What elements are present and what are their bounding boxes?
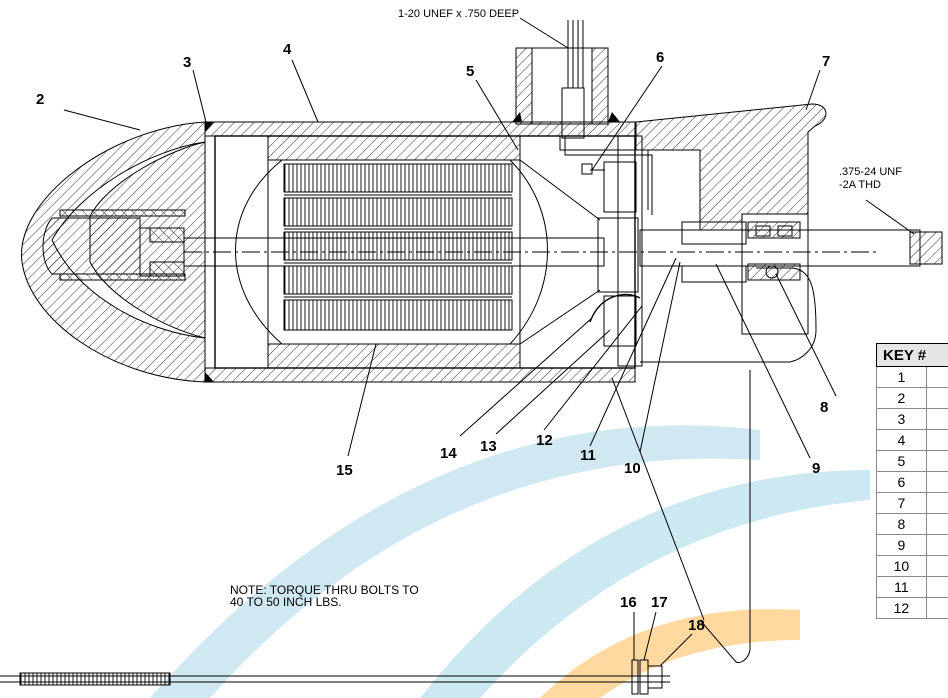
key-row: 1: [876, 366, 927, 388]
key-row: 6: [876, 471, 927, 493]
key-row: 10: [876, 555, 927, 577]
key-row: 12: [876, 597, 927, 619]
callout-8: 8: [820, 399, 828, 416]
leader-5: [475, 79, 519, 151]
key-row-desc: [925, 492, 948, 514]
leader-12: [543, 305, 643, 431]
key-table-header: KEY #: [876, 343, 948, 367]
key-row-desc: [925, 471, 948, 493]
rear-end-housing: [635, 103, 827, 663]
leader-13: [495, 329, 611, 435]
nose-cone: [21, 121, 206, 383]
key-row-desc: [925, 450, 948, 472]
leader-thread-shaft: [865, 199, 915, 235]
housing-tube: [204, 121, 636, 383]
leader-bolt: [611, 377, 705, 621]
key-row-desc: [925, 534, 948, 556]
key-row-desc: [925, 555, 948, 577]
callout-12: 12: [536, 432, 553, 449]
callout-16: 16: [620, 594, 637, 611]
leader-10: [639, 261, 681, 453]
key-row: 3: [876, 408, 927, 430]
leader-14: [459, 317, 593, 437]
watermark-arc-blue: [150, 425, 760, 698]
leader-9: [715, 263, 811, 459]
key-row-desc: [925, 597, 948, 619]
leader-3: [192, 69, 207, 123]
key-row: 2: [876, 387, 927, 409]
callout-14: 14: [440, 445, 457, 462]
leader-2: [63, 109, 141, 131]
torque-note-line2: 40 TO 50 INCH LBS.: [230, 595, 342, 609]
callout-7: 7: [822, 53, 830, 70]
through-bolt: [0, 659, 670, 695]
watermark-band-orange: [540, 609, 800, 698]
key-row: 11: [876, 576, 927, 598]
callout-13: 13: [480, 438, 497, 455]
callout-18: 18: [688, 617, 705, 634]
connector-boss: [512, 20, 620, 139]
key-row-desc: [925, 576, 948, 598]
key-row: 4: [876, 429, 927, 451]
brush-assembly: [519, 135, 653, 367]
key-row: 5: [876, 450, 927, 472]
leader-15: [347, 343, 377, 457]
key-row-desc: [925, 387, 948, 409]
leader-7: [805, 69, 821, 111]
leader-18: [659, 633, 693, 667]
key-row-desc: [925, 513, 948, 535]
key-row: 8: [876, 513, 927, 535]
key-row-desc: [925, 366, 948, 388]
leader-8: [775, 273, 837, 397]
callout-9: 9: [812, 460, 820, 477]
callout-5: 5: [466, 63, 474, 80]
callout-10: 10: [624, 460, 641, 477]
callout-6: 6: [656, 49, 664, 66]
key-row: 7: [876, 492, 927, 514]
leader-11: [589, 257, 677, 447]
callout-2: 2: [36, 91, 44, 108]
callout-11: 11: [580, 447, 596, 464]
watermark-logo: [150, 425, 870, 698]
key-row-desc: [925, 429, 948, 451]
leader-4: [291, 59, 319, 123]
stator-core: [235, 135, 548, 369]
callout-15: 15: [336, 462, 353, 479]
callout-17: 17: [651, 594, 668, 611]
key-row: 9: [876, 534, 927, 556]
watermark-arc-light: [420, 470, 870, 698]
callout-3: 3: [183, 54, 191, 71]
thread-note-top: 1-20 UNEF x .750 DEEP: [398, 8, 519, 20]
leader-thread-top: [519, 17, 569, 49]
leader-17: [643, 611, 657, 661]
callout-4: 4: [283, 41, 292, 58]
torque-note-line1: NOTE: TORQUE THRU BOLTS TO: [230, 583, 419, 597]
key-row-desc: [925, 408, 948, 430]
key-table: KEY # 1 2 3 4 5 6 7 8 9 10 11 12: [876, 343, 948, 619]
leader-6: [591, 65, 663, 171]
thread-note-shaft-line2: -2A THD: [839, 179, 881, 191]
leader-lines: [63, 17, 915, 667]
thread-note-shaft-line1: .375-24 UNF: [839, 166, 902, 178]
